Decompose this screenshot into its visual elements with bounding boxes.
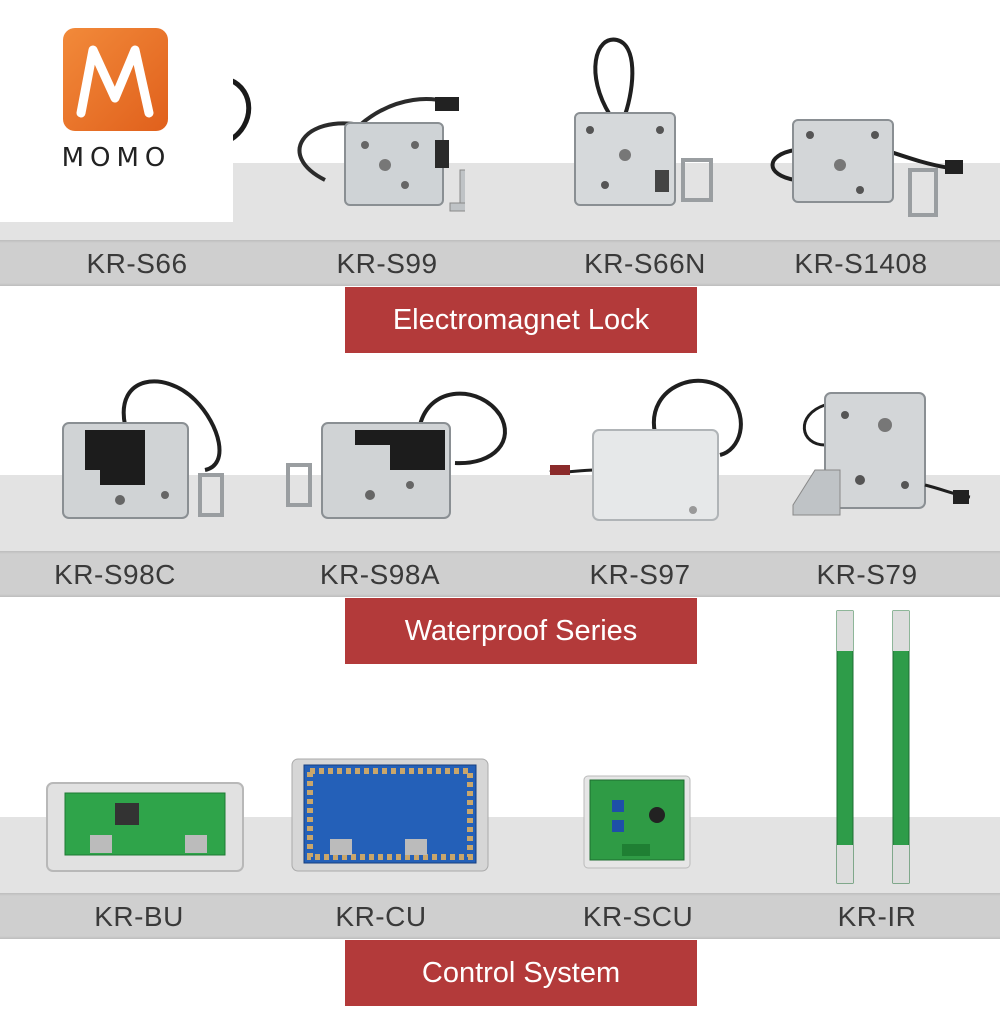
product-image-kr-s97[interactable]	[545, 375, 755, 525]
product-label-kr-s97: KR-S97	[589, 559, 691, 590]
product-image-kr-scu[interactable]	[582, 770, 692, 870]
section-title-control-system[interactable]: Control System	[345, 940, 697, 1006]
product-image-kr-s99[interactable]	[285, 85, 465, 215]
label-band-3	[0, 893, 1000, 939]
label-band-2	[0, 551, 1000, 597]
product-label-kr-s99: KR-S99	[336, 248, 438, 279]
product-label-kr-cu: KR-CU	[335, 901, 427, 932]
logo-mark-icon	[63, 28, 168, 131]
product-label-kr-s98a: KR-S98A	[319, 559, 441, 590]
product-label-kr-s79: KR-S79	[816, 559, 918, 590]
product-label-kr-s1408: KR-S1408	[794, 248, 928, 279]
section-title-waterproof-series[interactable]: Waterproof Series	[345, 598, 697, 664]
product-label-kr-bu: KR-BU	[94, 901, 184, 932]
brand-logo: MOMO	[0, 0, 233, 222]
product-label-kr-ir: KR-IR	[837, 901, 917, 932]
product-image-kr-ir[interactable]	[825, 607, 925, 887]
product-image-kr-s79[interactable]	[785, 385, 975, 525]
product-label-kr-s66: KR-S66	[86, 248, 188, 279]
product-image-kr-s1408[interactable]	[765, 110, 965, 220]
product-image-kr-s98a[interactable]	[280, 385, 520, 525]
product-label-kr-scu: KR-SCU	[582, 901, 694, 932]
product-label-kr-s66n: KR-S66N	[584, 248, 706, 279]
section-title-electromagnet-lock[interactable]: Electromagnet Lock	[345, 287, 697, 353]
product-label-kr-s98c: KR-S98C	[54, 559, 176, 590]
label-band-1	[0, 240, 1000, 286]
logo-wordmark: MOMO	[61, 143, 172, 173]
product-image-kr-cu[interactable]	[290, 755, 490, 875]
product-image-kr-s66n[interactable]	[565, 35, 725, 215]
product-image-kr-s66[interactable]	[200, 70, 260, 150]
product-image-kr-bu[interactable]	[45, 775, 245, 875]
product-image-kr-s98c[interactable]	[55, 375, 235, 525]
